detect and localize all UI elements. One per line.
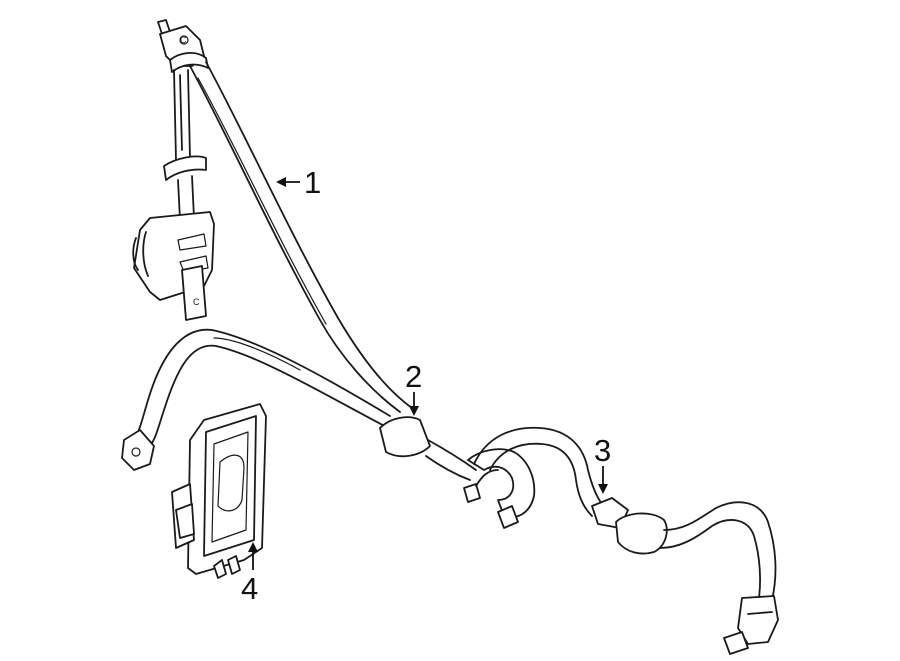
- callout-3-label: 3: [594, 433, 611, 468]
- callout-4-label: 4: [241, 571, 258, 606]
- callout-2: 2: [405, 359, 422, 416]
- callout-2-label: 2: [405, 359, 422, 394]
- part-4-trim-cover: [171, 403, 267, 579]
- upper-anchor-mark: C: [180, 35, 187, 45]
- callout-1-label: 1: [304, 165, 321, 200]
- lower-plate-mark: C: [193, 297, 200, 307]
- callout-4: 4: [241, 542, 258, 606]
- callout-1: 1: [276, 165, 321, 200]
- part-1-belt-assembly: C C: [121, 19, 431, 471]
- callout-3: 3: [594, 433, 611, 494]
- part-2-3-buckle-assembly: [425, 426, 779, 655]
